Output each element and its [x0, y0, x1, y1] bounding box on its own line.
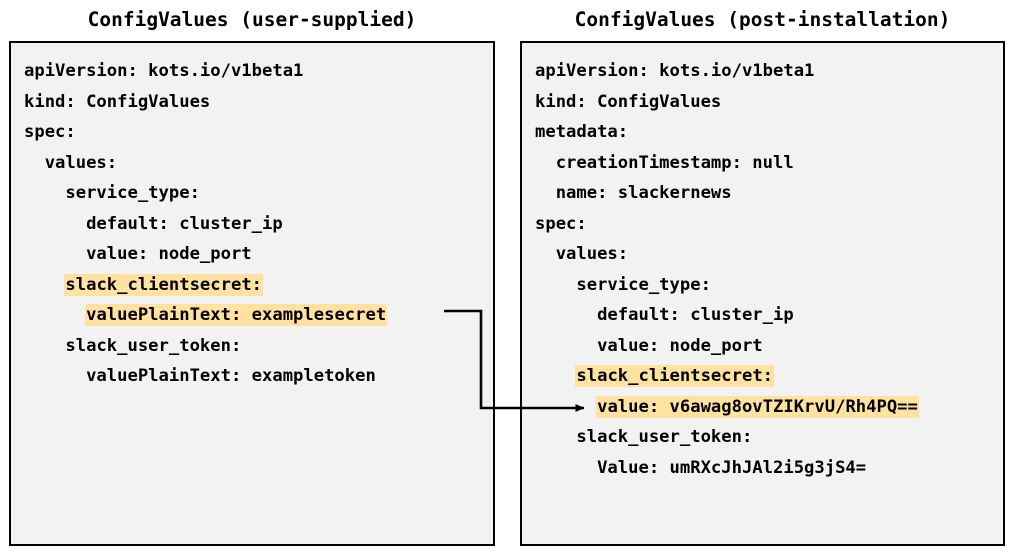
right-config-line-text: value: node_port: [535, 335, 763, 356]
left-config-line-text: default: cluster_ip: [24, 213, 283, 234]
left-config-line-indent: [24, 275, 65, 295]
left-config-line-text: value: node_port: [24, 244, 252, 264]
left-config-line: valuePlainText: examplesecret: [11, 300, 493, 331]
left-config-line-text: slack_user_token:: [24, 335, 242, 356]
right-config-line-indent: [535, 397, 597, 417]
left-config-line: slack_user_token:: [11, 331, 493, 362]
right-config-line-text: kind: ConfigValues: [535, 91, 722, 112]
left-config-line-highlighted-text: slack_clientsecret:: [65, 274, 263, 295]
right-config-line: values:: [522, 239, 1003, 270]
right-config-line-text: spec:: [535, 213, 587, 234]
left-config-line-text: kind: ConfigValues: [24, 91, 211, 112]
right-config-line-indent: [535, 366, 576, 386]
left-config-line-text: values:: [24, 152, 118, 173]
left-config-line: values:: [11, 148, 493, 179]
right-config-line-highlighted-text: value: v6awag8ovTZIKrvU/Rh4PQ==: [597, 396, 918, 417]
left-config-line-highlighted-text: valuePlainText: examplesecret: [86, 305, 387, 325]
left-config-line: service_type:: [11, 178, 493, 209]
left-config-line: default: cluster_ip: [11, 209, 493, 240]
right-config-line-text: creationTimestamp: null: [535, 152, 794, 173]
right-config-line-highlighted-text: slack_clientsecret:: [576, 366, 774, 386]
right-config-line: creationTimestamp: null: [522, 148, 1003, 179]
left-code-lines: apiVersion: kots.io/v1beta1 kind: ConfigV…: [11, 56, 493, 392]
left-config-line-text: spec:: [24, 122, 76, 142]
right-config-line-text: Value: umRXcJhJAl2i5g3jS4=: [535, 457, 867, 478]
right-config-line: name: slackernews: [522, 178, 1003, 209]
left-config-line-indent: [24, 305, 86, 325]
right-config-line: kind: ConfigValues: [522, 87, 1003, 118]
right-config-line: Value: umRXcJhJAl2i5g3jS4=: [522, 453, 1003, 484]
left-panel-title: ConfigValues (user-supplied): [87, 8, 417, 31]
left-config-line: apiVersion: kots.io/v1beta1: [11, 56, 493, 87]
right-config-line: metadata:: [522, 117, 1003, 148]
left-config-line-text: valuePlainText: exampletoken: [24, 366, 376, 386]
left-config-line-text: service_type:: [24, 183, 200, 203]
right-config-line: value: node_port: [522, 331, 1003, 362]
right-config-values-box: apiVersion: kots.io/v1beta1 kind: ConfigV…: [520, 41, 1005, 546]
right-config-line: default: cluster_ip: [522, 300, 1003, 331]
left-config-line: spec:: [11, 117, 493, 148]
right-config-line-text: apiVersion: kots.io/v1beta1: [535, 61, 815, 81]
right-config-line-text: service_type:: [535, 274, 711, 295]
right-config-line: service_type:: [522, 270, 1003, 301]
right-panel-title: ConfigValues (post-installation): [574, 8, 951, 31]
right-code-lines: apiVersion: kots.io/v1beta1 kind: ConfigV…: [522, 56, 1003, 483]
right-config-line: value: v6awag8ovTZIKrvU/Rh4PQ==: [522, 392, 1003, 423]
left-config-line: kind: ConfigValues: [11, 87, 493, 118]
right-config-line: slack_user_token:: [522, 422, 1003, 453]
right-config-line-text: values:: [535, 244, 629, 264]
right-config-line: slack_clientsecret:: [522, 361, 1003, 392]
right-config-line-text: metadata:: [535, 122, 629, 142]
left-config-line: slack_clientsecret:: [11, 270, 493, 301]
right-config-line-text: slack_user_token:: [535, 427, 753, 447]
right-config-line: apiVersion: kots.io/v1beta1: [522, 56, 1003, 87]
left-config-line: valuePlainText: exampletoken: [11, 361, 493, 392]
left-config-values-box: apiVersion: kots.io/v1beta1 kind: ConfigV…: [9, 41, 495, 546]
left-config-line: value: node_port: [11, 239, 493, 270]
right-config-line: spec:: [522, 209, 1003, 240]
right-config-line-text: name: slackernews: [535, 183, 732, 203]
right-config-line-text: default: cluster_ip: [535, 305, 794, 325]
left-config-line-text: apiVersion: kots.io/v1beta1: [24, 61, 304, 81]
